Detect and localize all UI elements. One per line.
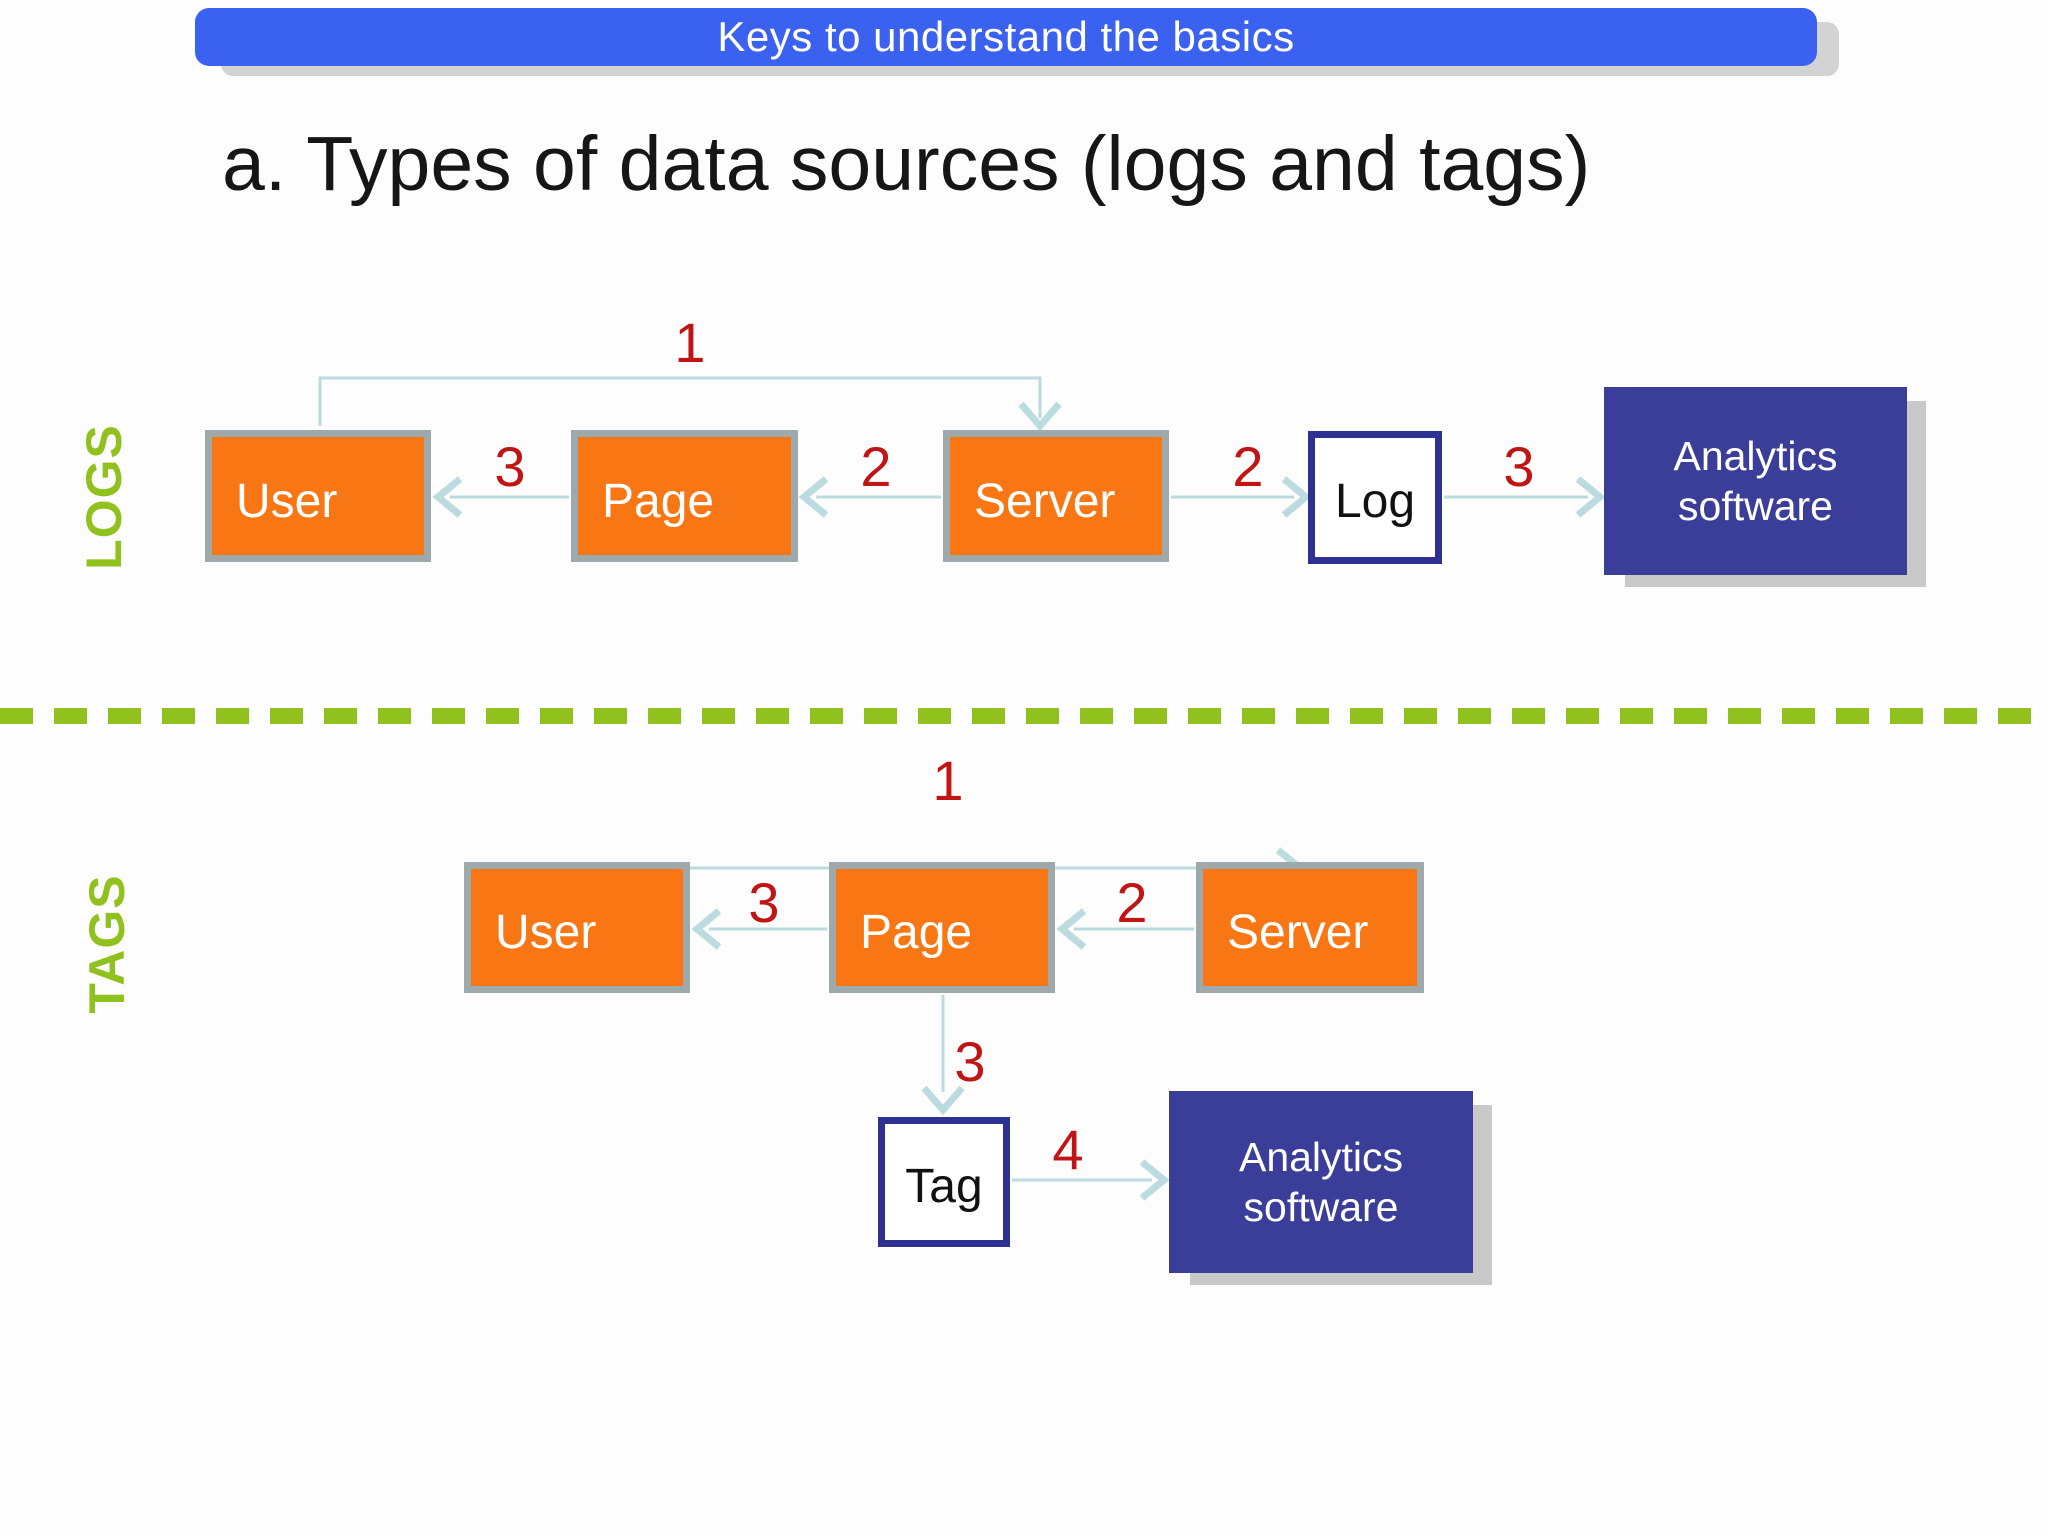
logs-log-label: Log xyxy=(1334,475,1416,528)
tags-analytics-node: Analytics software xyxy=(1169,1091,1473,1273)
tags-step-server-to-page: 2 xyxy=(1116,871,1148,934)
slide-title: a. Types of data sources (logs and tags) xyxy=(222,121,1591,207)
logs-step-request: 1 xyxy=(674,311,706,374)
tags-section-label: TAGS xyxy=(79,874,135,1014)
tags-analytics-label: Analytics software xyxy=(1238,1133,1404,1230)
section-divider-dashed-line xyxy=(0,708,2048,724)
logs-step-log-to-analytics: 3 xyxy=(1503,435,1535,498)
header-banner: Keys to understand the basics xyxy=(195,8,1817,66)
tags-step-page-to-tag: 3 xyxy=(954,1030,986,1093)
logs-step-server-to-log: 2 xyxy=(1232,435,1264,498)
tags-server-label: Server xyxy=(1227,906,1369,959)
logs-analytics-label: Analytics software xyxy=(1673,432,1838,529)
tags-step-tag-to-analytics: 4 xyxy=(1052,1118,1084,1181)
logs-analytics-node: Analytics software xyxy=(1604,387,1907,575)
banner-title: Keys to understand the basics xyxy=(717,13,1295,60)
logs-user-label: User xyxy=(236,474,338,528)
logs-server-node: Server xyxy=(943,430,1169,562)
logs-log-node: Log xyxy=(1308,431,1442,564)
tags-user-label: User xyxy=(495,906,597,959)
logs-page-node: Page xyxy=(571,430,798,562)
logs-step-page-to-user: 3 xyxy=(494,435,526,498)
tags-page-node: Page xyxy=(829,862,1055,993)
logs-user-node: User xyxy=(205,430,431,562)
tags-step-request: 1 xyxy=(932,749,964,812)
tags-tag-to-analytics-arrow xyxy=(1012,1159,1170,1201)
logs-step-server-to-page: 2 xyxy=(860,435,892,498)
logs-page-label: Page xyxy=(602,474,715,528)
tags-tag-label: Tag xyxy=(905,1159,983,1213)
tags-page-label: Page xyxy=(860,906,973,959)
tags-tag-node: Tag xyxy=(878,1117,1010,1247)
tags-step-page-to-user: 3 xyxy=(748,871,780,934)
logs-request-arrow xyxy=(318,376,1062,432)
tags-user-node: User xyxy=(464,862,690,993)
logs-server-label: Server xyxy=(974,474,1116,528)
logs-section-label: LOGS xyxy=(76,424,132,570)
tags-server-node: Server xyxy=(1196,862,1424,993)
